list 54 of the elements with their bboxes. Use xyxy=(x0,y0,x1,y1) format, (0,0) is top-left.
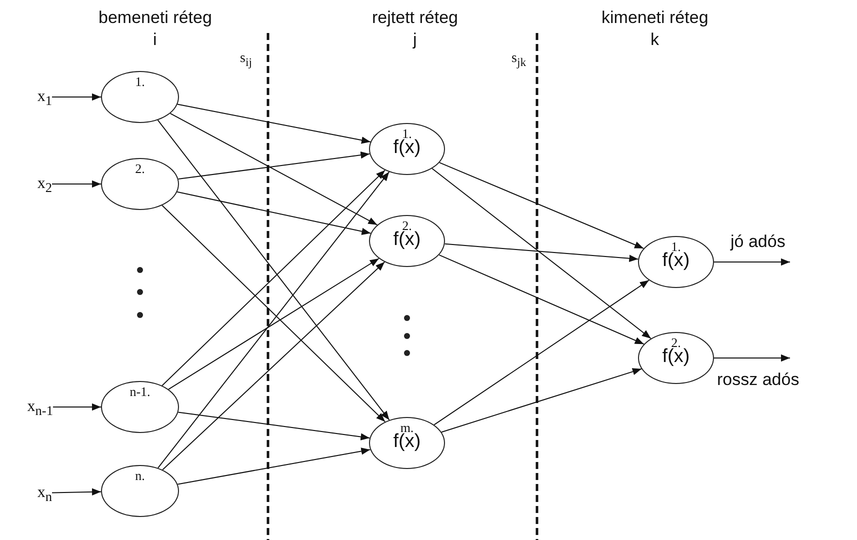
neuron-number: 2. xyxy=(135,162,145,176)
layer-heading: rejtett réteg xyxy=(372,8,458,28)
neuron-ellipse xyxy=(369,215,445,267)
neuron-number: n. xyxy=(135,469,145,483)
neuron-ellipse xyxy=(369,417,445,469)
neuron-ellipse xyxy=(638,332,714,384)
weight-label: s$_{ij}$ xyxy=(240,51,252,69)
arrow xyxy=(714,354,790,362)
arrow xyxy=(177,448,371,485)
neuron-ellipse xyxy=(101,71,179,123)
arrow xyxy=(170,112,378,226)
neuron-ellipse xyxy=(638,236,714,288)
neuron-number: 1. xyxy=(135,75,145,89)
layer-heading: kimeneti réteg xyxy=(602,8,708,28)
activation-function: f(x) xyxy=(393,138,421,158)
activation-function: f(x) xyxy=(662,251,690,271)
arrow xyxy=(52,180,102,188)
input-variable: x$_{n}$ xyxy=(18,483,52,503)
arrow xyxy=(162,170,386,386)
arrow xyxy=(176,104,371,144)
arrow xyxy=(52,403,102,411)
arrow xyxy=(714,258,790,266)
arrow xyxy=(176,191,372,235)
arrow xyxy=(168,258,380,390)
neuron-number: n-1. xyxy=(130,385,150,399)
arrow xyxy=(178,152,370,180)
neuron-ellipse xyxy=(369,123,445,175)
weight-label: s$_{jk}$ xyxy=(512,51,526,69)
arrow xyxy=(52,93,102,101)
layer-index: j xyxy=(413,30,417,50)
arrow xyxy=(438,162,644,249)
layer-heading: bemeneti réteg xyxy=(98,8,212,28)
arrow xyxy=(157,120,390,420)
arrow xyxy=(162,262,386,470)
activation-function: f(x) xyxy=(662,347,690,367)
input-variable: x$_{n-1}$ xyxy=(13,397,53,417)
input-variable: x$_{2}$ xyxy=(18,174,52,194)
neuron-ellipse xyxy=(101,381,179,433)
input-variable: x$_{1}$ xyxy=(18,87,52,107)
activation-function: f(x) xyxy=(393,432,421,452)
layer-index: i xyxy=(153,30,157,50)
arrow xyxy=(158,171,390,468)
edge-label: rossz adós xyxy=(717,370,800,390)
arrow xyxy=(434,280,650,426)
arrow xyxy=(52,488,102,496)
edge-label: jó adós xyxy=(730,232,786,252)
arrow xyxy=(441,368,642,433)
arrow xyxy=(178,412,370,440)
arrow xyxy=(438,254,644,345)
activation-function: f(x) xyxy=(393,230,421,250)
arrow xyxy=(432,168,652,339)
layer-index: k xyxy=(650,30,659,50)
arrow xyxy=(444,243,639,262)
arrow xyxy=(162,204,386,422)
